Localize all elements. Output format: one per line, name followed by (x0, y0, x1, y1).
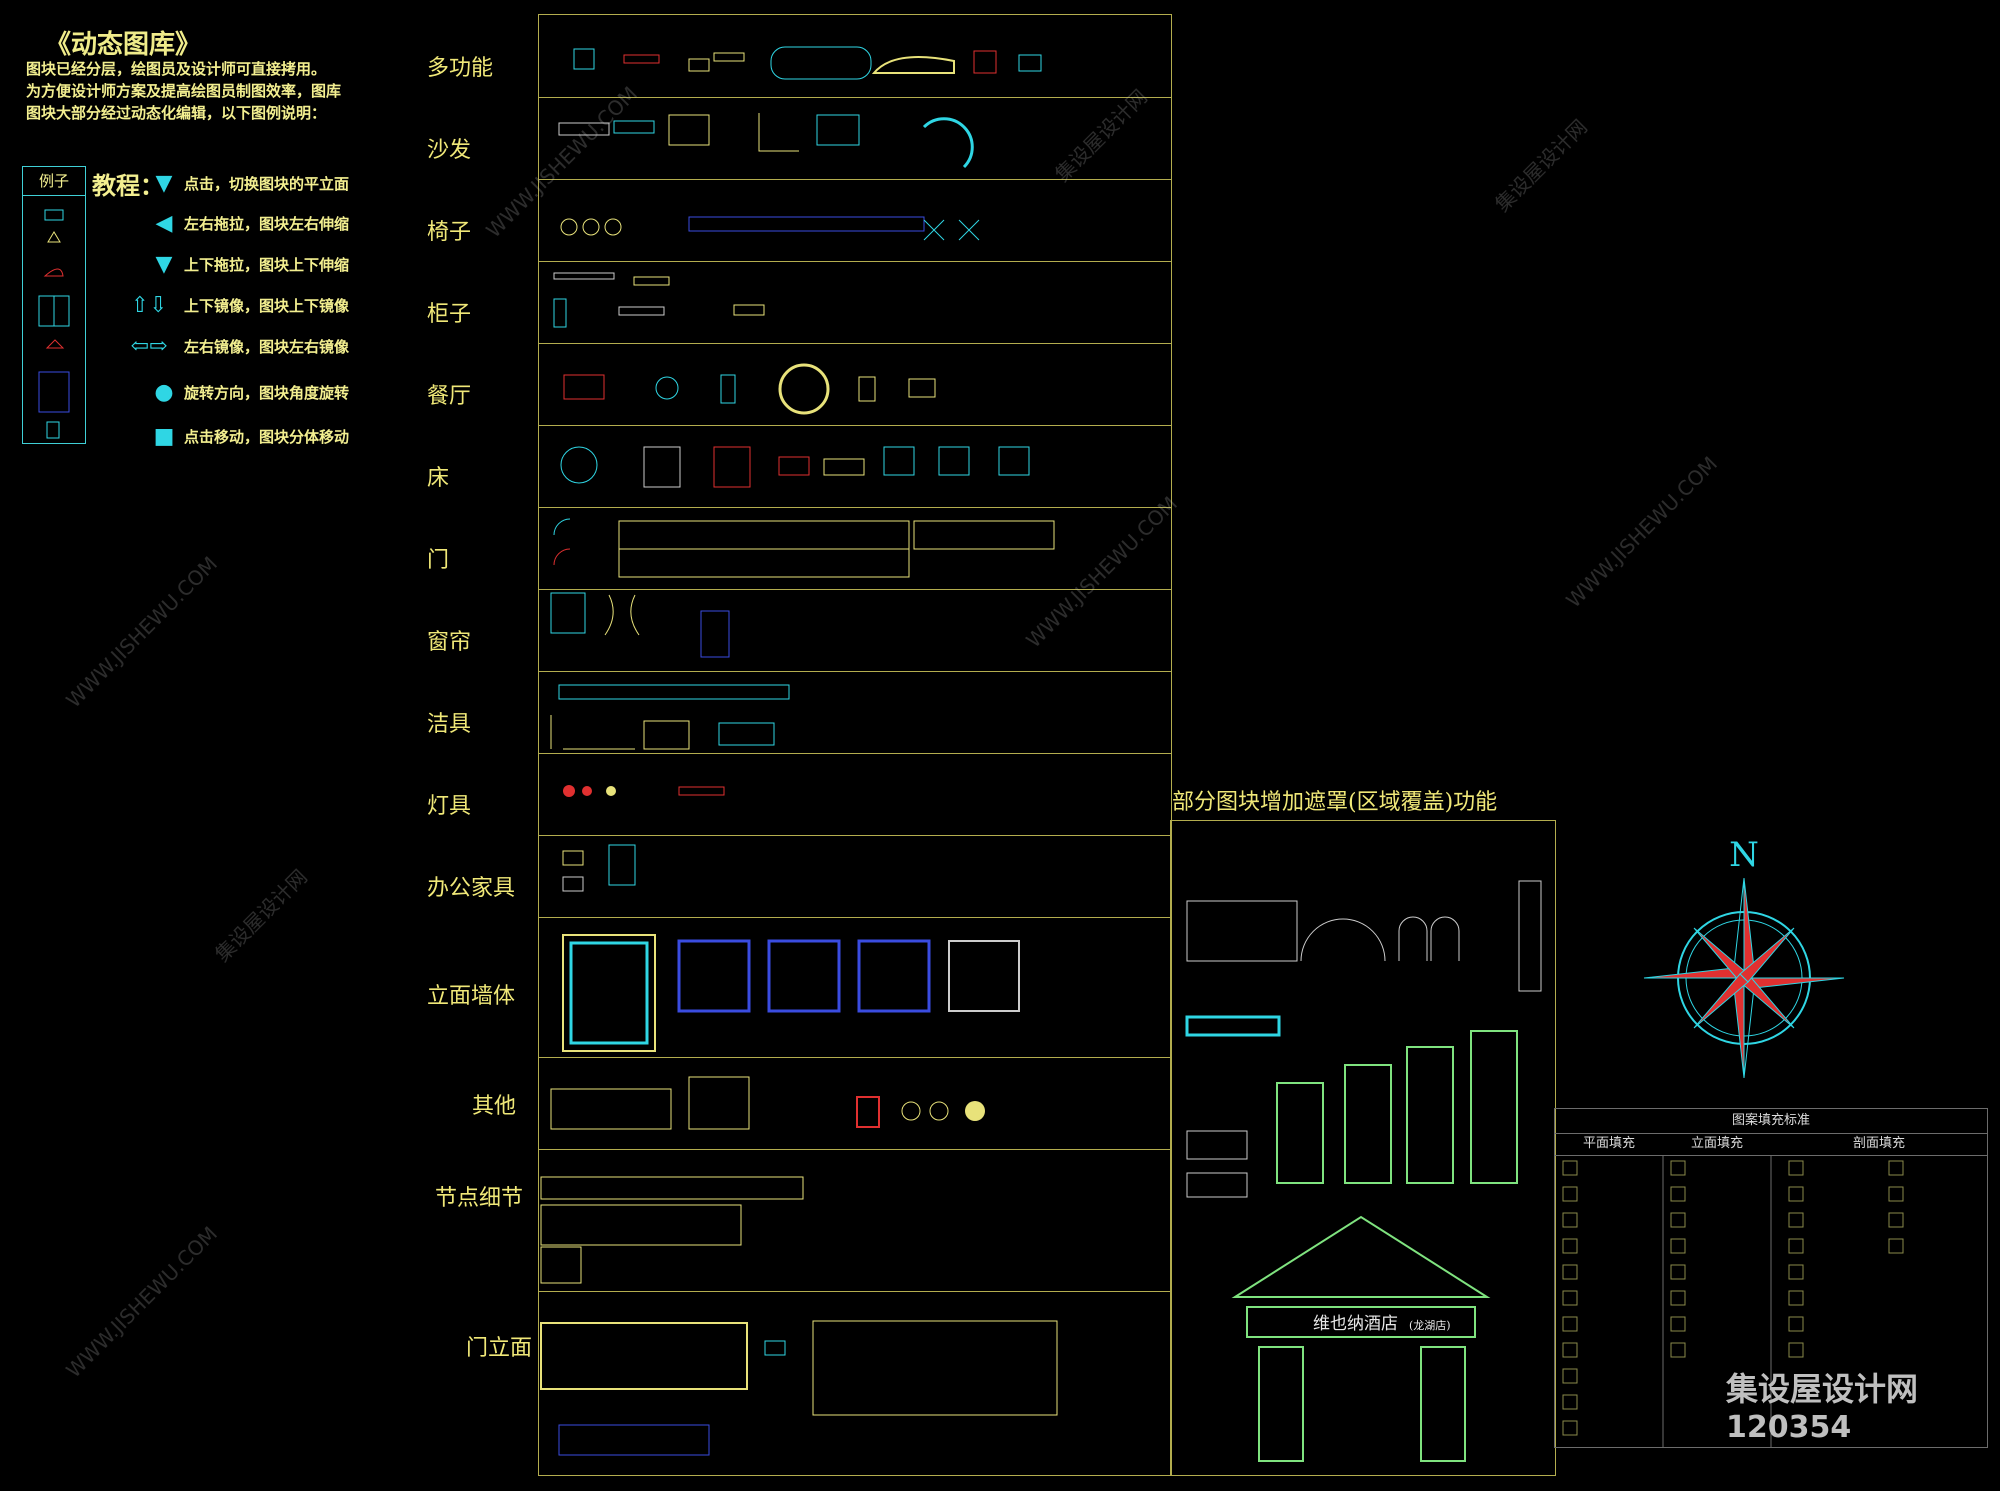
door-blocks (553, 518, 1055, 578)
category-label[interactable]: 椅子 (427, 220, 472, 245)
watermark: WWW.JISHEWU.COM (61, 1221, 223, 1383)
category-label[interactable]: 餐厅 (427, 384, 472, 409)
category-label[interactable]: 窗帘 (427, 630, 472, 655)
hatch-table-title: 图案填充标准 (1555, 1109, 1987, 1134)
hatch-swatches (1562, 1155, 1904, 1447)
hatch-col-header: 剖面填充 (1771, 1133, 1987, 1156)
tutorial-text: 旋转方向，图块角度旋转 (184, 383, 350, 402)
other-blocks (550, 1076, 985, 1130)
tutorial-text: 左右拖拉，图块左右伸缩 (184, 214, 350, 233)
category-label[interactable]: 床 (427, 466, 450, 491)
masking-feature-title: 部分图块增加遮罩(区域覆盖)功能 (1172, 790, 1498, 815)
sofa-blocks (558, 113, 974, 169)
category-label[interactable]: 多功能 (427, 56, 494, 81)
category-label[interactable]: 其他 (472, 1094, 517, 1119)
example-label: 例子 (23, 167, 85, 196)
left-right-arrows-icon: ⇦⇨ (130, 333, 168, 359)
up-down-arrows-icon: ⇧⇩ (130, 292, 168, 318)
masking-panel: 维也纳酒店 (龙湖店) (1170, 820, 1556, 1476)
intro-line: 图块大部分经过动态化编辑，以下图例说明： (26, 104, 327, 122)
chair-blocks (560, 216, 980, 241)
compass-rose-icon: N (1643, 835, 1845, 1079)
tutorial-row: ⇧⇩ 上下镜像，图块上下镜像 (120, 292, 349, 318)
sanitary-blocks (550, 684, 790, 750)
page-title: 《动态图库》 (45, 30, 202, 60)
wall-elevation-blocks (562, 934, 1020, 1052)
down-triangle-icon: ▼ (155, 251, 173, 277)
category-label[interactable]: 灯具 (427, 794, 472, 819)
lighting-blocks (563, 785, 725, 797)
watermark: 集设屋设计网 (210, 864, 312, 967)
category-label[interactable]: 办公家具 (427, 876, 516, 901)
example-symbols (38, 209, 70, 439)
hotel-sign-text: 维也纳酒店 (1313, 1314, 1398, 1334)
hatch-col-header: 立面填充 (1663, 1133, 1771, 1156)
watermark: 集设屋设计网 (1490, 114, 1592, 217)
intro-text: 图块已经分层，绘图员及设计师可直接拷用。 为方便设计师方案及提高绘图员制图效率，… (26, 58, 341, 124)
hatch-col-header: 平面填充 (1555, 1133, 1663, 1156)
multi-function-blocks (573, 46, 1042, 80)
tutorial-row: ■ 点击移动，图块分体移动 (150, 423, 349, 449)
tutorial-text: 点击，切换图块的平立面 (184, 174, 350, 193)
tutorial-text: 上下镜像，图块上下镜像 (184, 296, 350, 315)
category-label[interactable]: 立面墙体 (427, 984, 516, 1009)
block-thumbnails[interactable] (539, 15, 1171, 1475)
tutorial-row: ▼ 点击，切换图块的平立面 (150, 170, 349, 196)
tutorial-row: ◀ 左右拖拉，图块左右伸缩 (150, 210, 349, 236)
node-detail-blocks (540, 1176, 804, 1284)
tutorial-text: 点击移动，图块分体移动 (184, 427, 350, 446)
dining-blocks (563, 363, 936, 415)
intro-line: 图块已经分层，绘图员及设计师可直接拷用。 (26, 60, 327, 78)
brand-name: 集设屋设计网 (1726, 1370, 1919, 1408)
hatch-standard-table: 图案填充标准 平面填充 立面填充 剖面填充 (1554, 1108, 1988, 1448)
brand-id: 120354 (1726, 1410, 1852, 1445)
tutorial-text: 上下拖拉，图块上下伸缩 (184, 255, 350, 274)
tutorial-row: ● 旋转方向，图块角度旋转 (150, 379, 349, 405)
watermark: WWW.JISHEWU.COM (61, 551, 223, 713)
category-label[interactable]: 洁具 (427, 712, 472, 737)
tutorial-text: 左右镜像，图块左右镜像 (184, 337, 350, 356)
circle-icon: ● (154, 379, 174, 405)
square-icon: ■ (153, 423, 175, 449)
category-label[interactable]: 节点细节 (435, 1186, 524, 1211)
curtain-blocks (550, 592, 730, 658)
architectural-blocks[interactable]: 维也纳酒店 (龙湖店) (1171, 821, 1555, 1475)
intro-line: 为方便设计师方案及提高绘图员制图效率，图库 (26, 82, 342, 100)
office-furniture-blocks (562, 844, 636, 892)
category-label[interactable]: 柜子 (427, 302, 472, 327)
left-triangle-icon: ◀ (155, 210, 173, 236)
compass-north-label: N (1729, 835, 1759, 875)
watermark: WWW.JISHEWU.COM (1561, 451, 1723, 613)
cabinet-blocks (553, 272, 765, 328)
block-library-panel (538, 14, 1172, 1476)
category-label[interactable]: 沙发 (427, 138, 472, 163)
example-legend-box: 例子 (22, 166, 86, 444)
hotel-branch-text: (龙湖店) (1409, 1318, 1451, 1332)
category-label[interactable]: 门立面 (466, 1336, 533, 1361)
down-triangle-icon: ▼ (155, 170, 173, 196)
tutorial-label: 教程： (92, 171, 164, 200)
tutorial-row: ▼ 上下拖拉，图块上下伸缩 (150, 251, 349, 277)
tutorial-row: ⇦⇨ 左右镜像，图块左右镜像 (120, 333, 349, 359)
brand-watermark: 集设屋设计网 120354 (1726, 1364, 1918, 1445)
door-elevation-blocks (540, 1320, 1058, 1456)
bed-blocks (560, 446, 1030, 488)
category-label[interactable]: 门 (427, 548, 450, 573)
